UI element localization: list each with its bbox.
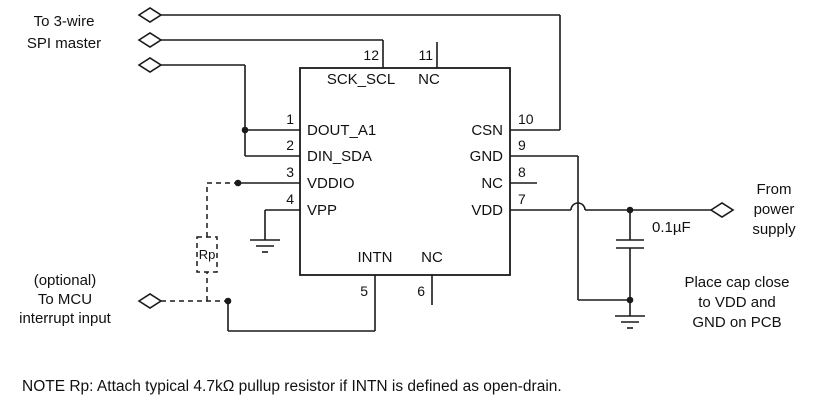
power-supply-label: From power supply bbox=[752, 181, 796, 238]
pin-number-5: 5 bbox=[360, 283, 368, 299]
ground-symbol-cap bbox=[615, 300, 645, 329]
connector-diamond-spi-3 bbox=[137, 57, 163, 73]
mcu-line-2: To MCU bbox=[38, 291, 92, 308]
footnote-rp: NOTE Rp: Attach typical 4.7kΩ pullup res… bbox=[22, 378, 562, 395]
wire-jump-arc bbox=[570, 202, 586, 211]
ic-pin-label-din-sda: DIN_SDA bbox=[307, 148, 372, 165]
ic-pin-label-vddio: VDDIO bbox=[307, 175, 355, 192]
spi-master-label: To 3-wire SPI master bbox=[27, 13, 101, 52]
spi-master-line-2: SPI master bbox=[27, 35, 101, 52]
bypass-capacitor bbox=[616, 210, 644, 300]
junction-dot-gnd-cap bbox=[626, 296, 634, 304]
ic-pin-label-sck-scl: SCK_SCL bbox=[327, 71, 395, 88]
mcu-line-3: interrupt input bbox=[19, 310, 112, 327]
pin-number-10: 10 bbox=[518, 111, 534, 127]
mcu-interrupt-label: (optional) To MCU interrupt input bbox=[19, 272, 112, 327]
ic-body bbox=[299, 67, 511, 276]
ground-symbol-vpp bbox=[250, 239, 280, 253]
pin-number-8: 8 bbox=[518, 164, 526, 180]
junction-dot-intn bbox=[224, 297, 232, 305]
wire-rp-dashed bbox=[206, 182, 238, 301]
power-line-1: From bbox=[757, 181, 792, 198]
pin-number-11: 11 bbox=[418, 47, 433, 63]
pin-number-2: 2 bbox=[286, 137, 294, 153]
cap-note-line-3: GND on PCB bbox=[692, 314, 781, 331]
connector-diamond-spi-1 bbox=[137, 7, 163, 23]
connector-diamond-mcu bbox=[137, 293, 163, 309]
pin-number-9: 9 bbox=[518, 137, 526, 153]
rp-resistor-label: Rp bbox=[199, 247, 216, 262]
pin-number-7: 7 bbox=[518, 191, 526, 207]
wire-intn-net bbox=[227, 275, 376, 332]
ic-pin-label-nc-top: NC bbox=[418, 71, 440, 88]
pin-number-4: 4 bbox=[286, 191, 294, 207]
pin-number-6: 6 bbox=[417, 283, 425, 299]
ic-pin-label-nc-bottom: NC bbox=[421, 249, 443, 266]
cap-placement-note: Place cap close to VDD and GND on PCB bbox=[684, 274, 789, 331]
ic-pin-label-gnd: GND bbox=[470, 148, 504, 165]
wire-sck-net bbox=[161, 39, 384, 68]
connector-diamond-power bbox=[709, 202, 735, 218]
power-line-2: power bbox=[754, 201, 795, 218]
wire-vdd-net bbox=[510, 202, 711, 211]
rp-resistor bbox=[196, 236, 218, 273]
junction-dot-spi-data bbox=[241, 126, 249, 134]
wire-vpp-to-ground bbox=[264, 209, 300, 240]
ic-pin-label-csn: CSN bbox=[471, 122, 503, 139]
capacitor-value-label: 0.1µF bbox=[652, 219, 691, 236]
mcu-line-1: (optional) bbox=[34, 272, 97, 289]
junction-dot-vdd-cap bbox=[626, 206, 634, 214]
ic-pin-label-vdd: VDD bbox=[471, 202, 503, 219]
ic-pin-label-nc-right: NC bbox=[481, 175, 503, 192]
wire-spi-data-net bbox=[161, 64, 300, 157]
pin-number-1: 1 bbox=[286, 111, 294, 127]
cap-note-line-1: Place cap close bbox=[684, 274, 789, 291]
pin-number-12: 12 bbox=[363, 47, 379, 63]
junction-dot-vddio bbox=[234, 179, 242, 187]
connector-diamond-spi-2 bbox=[137, 32, 163, 48]
pin-number-3: 3 bbox=[286, 164, 294, 180]
ic-pin-label-intn: INTN bbox=[358, 249, 393, 266]
wire-csn-net bbox=[161, 14, 561, 131]
wire-gnd-net bbox=[510, 155, 630, 301]
cap-note-line-2: to VDD and bbox=[698, 294, 776, 311]
ic-pin-label-dout-a1: DOUT_A1 bbox=[307, 122, 376, 139]
power-line-3: supply bbox=[752, 221, 796, 238]
ic-pin-label-vpp: VPP bbox=[307, 202, 337, 219]
spi-master-line-1: To 3-wire bbox=[34, 13, 95, 30]
